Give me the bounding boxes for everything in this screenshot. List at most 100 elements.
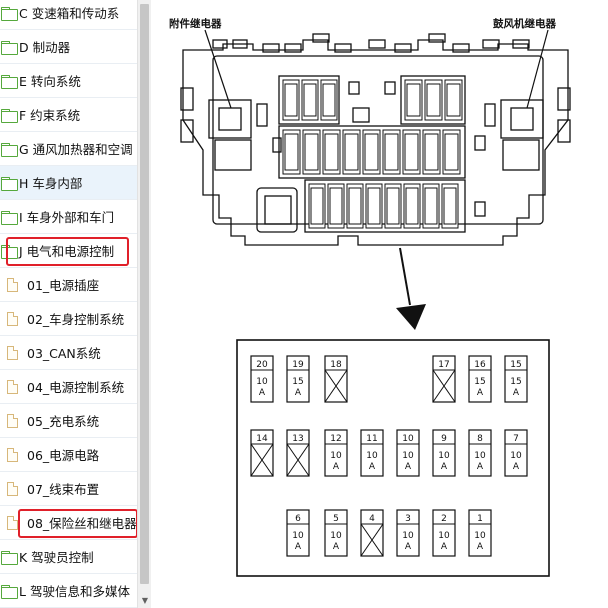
- fuse-slot-frame: [250, 355, 274, 403]
- tree-item[interactable]: 06_电源电路: [0, 438, 137, 472]
- scroll-down-arrow-icon[interactable]: ▼: [141, 596, 149, 605]
- tree-item[interactable]: 02_车身控制系统: [0, 302, 137, 336]
- fuse-rating: 10: [366, 451, 378, 461]
- fuse-block-drawing: [180, 33, 571, 246]
- tree-item[interactable]: D 制动器: [0, 30, 137, 64]
- right-relay-leader: [526, 29, 549, 109]
- fuse-rating: 15: [292, 377, 303, 387]
- fuse-slot: 18: [324, 355, 348, 403]
- tree-item[interactable]: K 驾驶员控制: [0, 540, 137, 574]
- fuse-slot: 13: [286, 429, 310, 477]
- tree-item-label: J 电气和电源控制: [19, 244, 115, 259]
- empty-slot-cross-icon: [324, 369, 348, 403]
- fuse-unit: A: [477, 388, 484, 398]
- tree-item-label: 08_保险丝和继电器: [27, 516, 137, 531]
- tree-item[interactable]: 07_线束布置: [0, 472, 137, 506]
- fuse-slot-frame: [250, 429, 274, 477]
- block-slot-inner: [304, 133, 319, 171]
- fuse-rating: 10: [402, 451, 414, 461]
- fuse-slot-frame: [360, 509, 384, 557]
- fuse-unit: A: [477, 542, 484, 552]
- fuse-rating: 10: [510, 451, 522, 461]
- fuse-slot-frame: [468, 355, 492, 403]
- block-slot-inner: [344, 133, 359, 171]
- folder-icon: [1, 142, 18, 157]
- fuse-number: 14: [256, 434, 268, 444]
- empty-slot-cross-icon: [250, 443, 274, 477]
- tree-item[interactable]: 05_充电系统: [0, 404, 137, 438]
- block-slot-inner: [329, 187, 343, 225]
- fuse-number: 6: [295, 514, 301, 524]
- empty-slot-cross-icon: [360, 523, 384, 557]
- tree-item-label: G 通风加热器和空调: [19, 142, 133, 157]
- fuse-rating: 10: [292, 531, 304, 541]
- tree-item[interactable]: I 车身外部和车门: [0, 200, 137, 234]
- fuse-slot-frame: [468, 429, 492, 477]
- fuse-panel-frame: [236, 339, 550, 577]
- empty-slot-cross-icon: [432, 369, 456, 403]
- folder-icon: [1, 176, 18, 191]
- fuse-slot-frame: [504, 429, 528, 477]
- file-icon: [7, 379, 18, 394]
- block-slot-inner: [322, 83, 336, 117]
- file-icon: [7, 277, 18, 292]
- fuse-rating: 10: [402, 531, 414, 541]
- fuse-number: 10: [402, 434, 414, 444]
- tree-item[interactable]: C 变速箱和传动系: [0, 0, 137, 30]
- scroll-thumb[interactable]: [140, 4, 149, 584]
- empty-slot-cross-icon: [286, 443, 310, 477]
- tree-item[interactable]: E 转向系统: [0, 64, 137, 98]
- block-slot-inner: [443, 187, 457, 225]
- tree-item-label: H 车身内部: [19, 176, 83, 191]
- fuse-rating: 10: [256, 377, 268, 387]
- right-relay-label: 鼓风机继电器: [493, 17, 556, 30]
- tree-item[interactable]: 03_CAN系统: [0, 336, 137, 370]
- fuse-unit: A: [513, 388, 520, 398]
- tree-scrollbar[interactable]: ▼: [137, 0, 151, 608]
- fuse-slot-frame: [324, 355, 348, 403]
- block-slot-inner: [324, 133, 339, 171]
- fuse-number: 5: [333, 514, 339, 524]
- fuse-slot: 14: [250, 429, 274, 477]
- fuse-unit: A: [259, 388, 266, 398]
- tree-item[interactable]: 04_电源控制系统: [0, 370, 137, 404]
- fuse-number: 15: [510, 360, 521, 370]
- tree-item-label: 04_电源控制系统: [27, 380, 125, 395]
- fuse-unit: A: [477, 462, 484, 472]
- fuse-number: 8: [477, 434, 483, 444]
- tree-item-label: L 驾驶信息和多媒体: [19, 584, 130, 599]
- tree-item[interactable]: L 驾驶信息和多媒体: [0, 574, 137, 608]
- block-slot-inner: [310, 187, 324, 225]
- fuse-slot-frame: [324, 509, 348, 557]
- tree-item[interactable]: 08_保险丝和继电器: [0, 506, 137, 540]
- tree-item[interactable]: 01_电源插座: [0, 268, 137, 302]
- fuse-rating: 15: [510, 377, 521, 387]
- left-relay-leader: [204, 29, 232, 109]
- file-icon: [7, 311, 18, 326]
- tree-item[interactable]: H 车身内部: [0, 166, 137, 200]
- fuse-number: 18: [330, 360, 342, 370]
- folder-icon: [1, 6, 18, 21]
- block-slot-inner: [284, 83, 298, 117]
- file-icon: [7, 515, 18, 530]
- tree-item[interactable]: G 通风加热器和空调: [0, 132, 137, 166]
- tree-item[interactable]: J 电气和电源控制: [0, 234, 137, 268]
- fuse-number: 11: [366, 434, 377, 444]
- block-slot-inner: [444, 133, 459, 171]
- folder-icon: [1, 40, 18, 55]
- fuse-unit: A: [333, 462, 340, 472]
- folder-icon: [1, 244, 18, 259]
- fuse-number: 4: [369, 514, 375, 524]
- left-relay-label: 附件继电器: [169, 17, 222, 30]
- fuse-unit: A: [513, 462, 520, 472]
- fuse-unit: A: [405, 462, 412, 472]
- fuse-slot-frame: [396, 509, 420, 557]
- fuse-slot-frame: [360, 429, 384, 477]
- tree-item[interactable]: F 约束系统: [0, 98, 137, 132]
- tree-item-label: D 制动器: [19, 40, 71, 55]
